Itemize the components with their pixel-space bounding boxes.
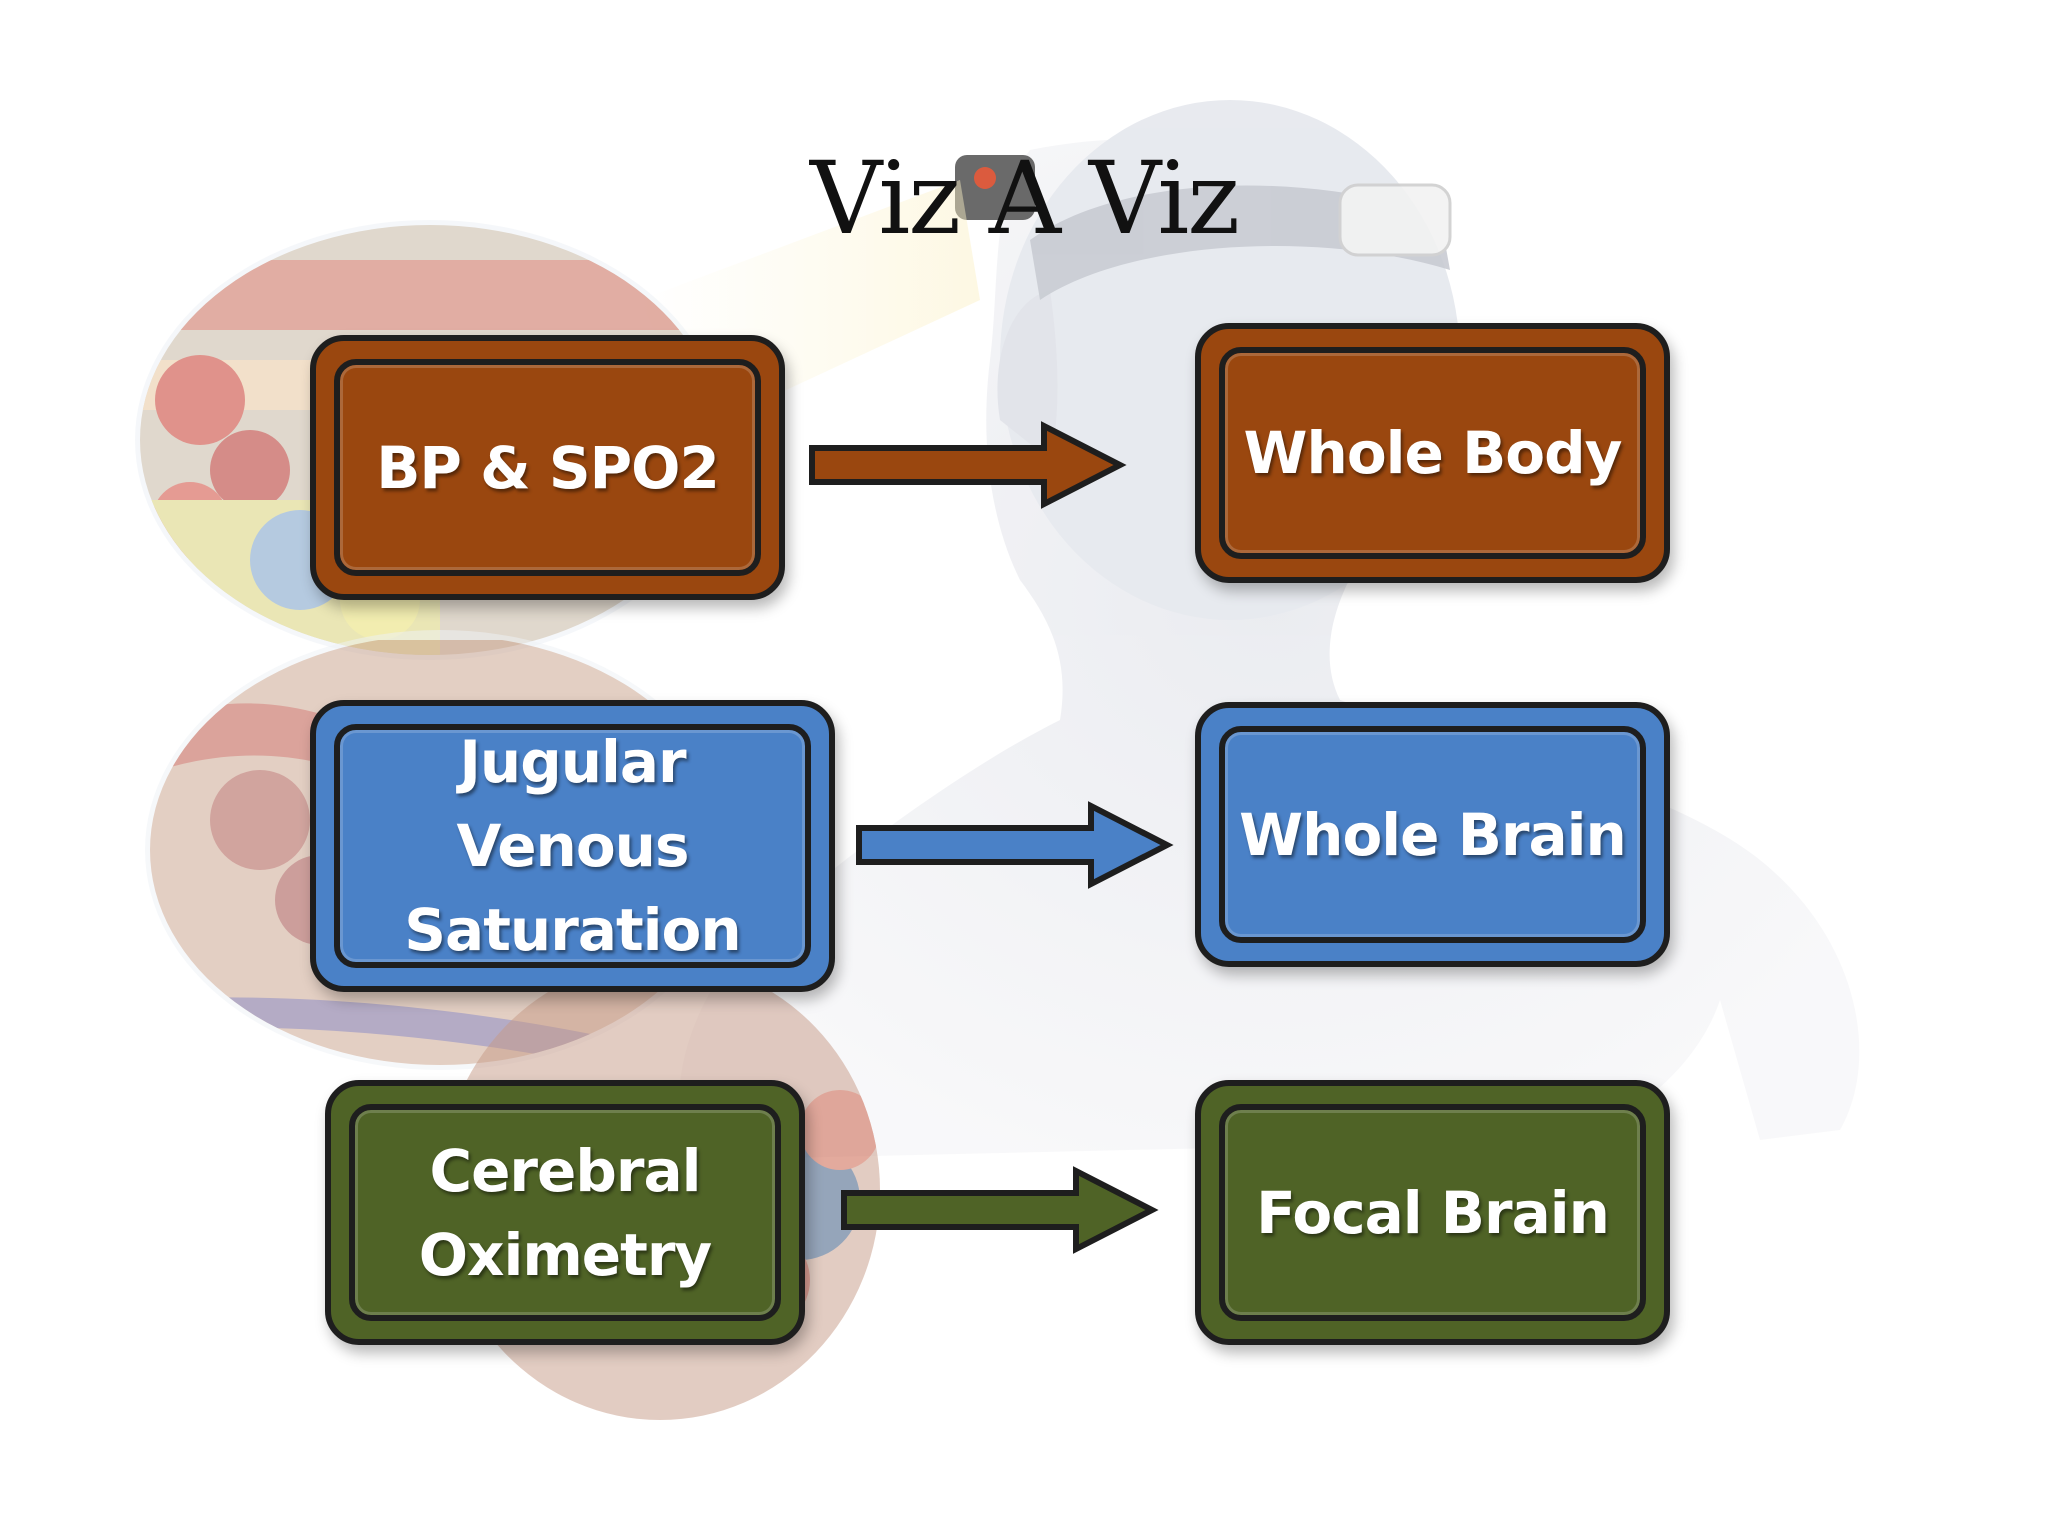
- focal-brain-box: Focal Brain: [1195, 1080, 1670, 1345]
- whole-body-box: Whole Body: [1195, 323, 1670, 583]
- cerebral-oximetry-box-inner: Cerebral Oximetry: [349, 1104, 781, 1321]
- jugular-venous-saturation-box-inner: Jugular Venous Saturation: [334, 724, 811, 968]
- cerebral-oximetry-label: Cerebral Oximetry: [418, 1136, 713, 1289]
- jugular-venous-saturation-box: Jugular Venous Saturation: [310, 700, 835, 992]
- bp-spo2-box: BP & SPO2: [310, 335, 785, 600]
- focal-brain-label: Focal Brain: [1256, 1178, 1610, 1247]
- whole-body-label: Whole Body: [1243, 419, 1623, 487]
- arrow-right-icon: [809, 421, 1127, 509]
- bp-spo2-box-inner: BP & SPO2: [334, 359, 761, 576]
- headband-icon: [955, 155, 1452, 300]
- whole-brain-box-inner: Whole Brain: [1219, 726, 1646, 943]
- focal-brain-box-inner: Focal Brain: [1219, 1104, 1646, 1321]
- cerebral-oximetry-box: Cerebral Oximetry: [325, 1080, 805, 1345]
- arrow-right-icon: [856, 801, 1174, 889]
- jugular-venous-saturation-label: Jugular Venous Saturation: [404, 728, 741, 964]
- slide-title: Viz A Viz: [809, 140, 1240, 257]
- whole-brain-box: Whole Brain: [1195, 702, 1670, 967]
- whole-brain-label: Whole Brain: [1239, 800, 1627, 869]
- whole-body-box-inner: Whole Body: [1219, 347, 1646, 559]
- bp-spo2-label: BP & SPO2: [376, 433, 720, 502]
- arrow-right-icon: [841, 1166, 1159, 1254]
